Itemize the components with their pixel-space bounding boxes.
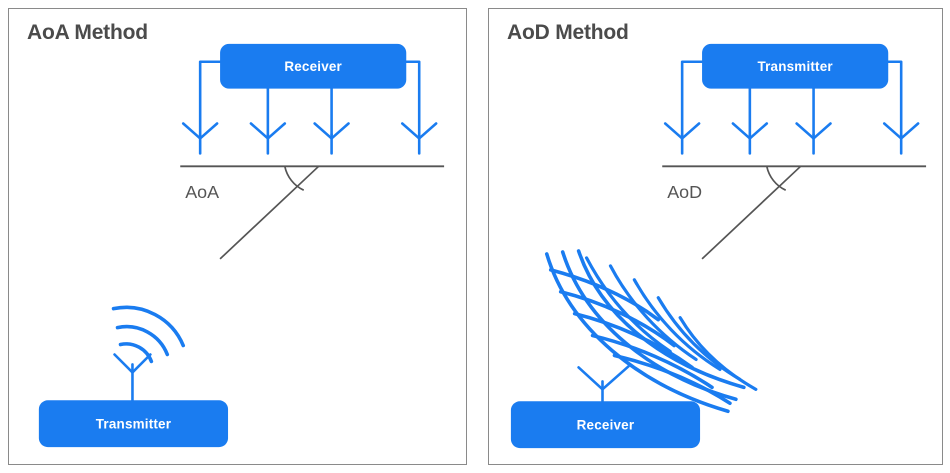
aoa-transmitter-label: Transmitter: [96, 417, 172, 432]
aoa-antenna-array: [181, 60, 438, 155]
aod-angle-arc: [765, 166, 787, 191]
aoa-radio-waves-icon: [111, 305, 186, 364]
aod-ray-line: [701, 165, 802, 260]
antenna-element-3: [313, 87, 350, 155]
aod-beam-mesh-icon: [544, 249, 758, 414]
antenna-element-4: [400, 60, 438, 155]
aod-transmitter-node[interactable]: Transmitter: [702, 43, 889, 89]
panel-aoa-title: AoA Method: [27, 21, 148, 44]
antenna-element-1: [181, 60, 222, 155]
antenna-element-4: [882, 60, 920, 155]
aoa-transmitter-node[interactable]: Transmitter: [38, 400, 229, 448]
aoa-ray-line: [219, 165, 320, 260]
aoa-receiver-node[interactable]: Receiver: [220, 43, 407, 89]
aod-antenna-array: [663, 60, 920, 155]
aod-receiver-node[interactable]: Receiver: [510, 401, 701, 449]
aod-receiver-antenna-visible: [577, 365, 630, 407]
aoa-angle-arc: [283, 166, 305, 191]
aod-transmitter-label: Transmitter: [757, 59, 833, 74]
antenna-element-3: [795, 87, 832, 155]
aod-angle-label: AoD: [667, 182, 702, 202]
panel-aod-method: AoD Method: [488, 8, 943, 465]
aoa-diagram-svg: Receiver AoA: [38, 43, 445, 448]
aod-diagram-svg: Transmitter AoD: [510, 43, 927, 449]
antenna-element-1: [663, 60, 704, 155]
aoa-transmitter-antenna: [113, 353, 152, 403]
aoa-angle-label: AoA: [185, 182, 219, 202]
panel-aoa-method: AoA Method: [8, 8, 467, 465]
aoa-receiver-label: Receiver: [284, 59, 342, 74]
antenna-element-2: [731, 87, 769, 155]
aod-receiver-label: Receiver: [577, 418, 635, 433]
panel-aod-title: AoD Method: [507, 21, 629, 44]
antenna-element-2: [249, 87, 287, 155]
